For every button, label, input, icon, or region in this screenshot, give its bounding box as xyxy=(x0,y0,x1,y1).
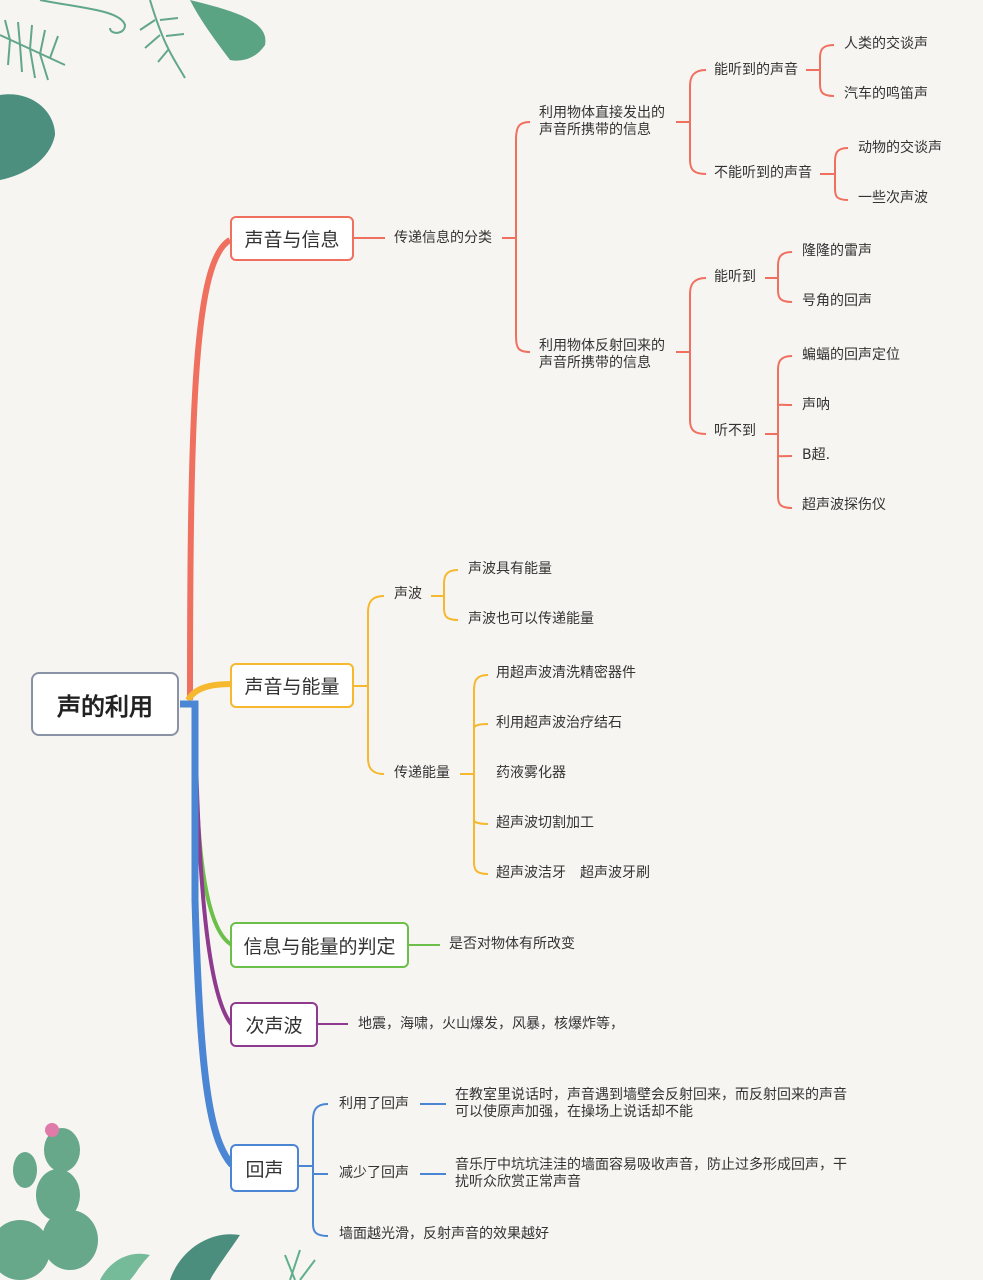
node-echo-used[interactable]: 利用了回声 xyxy=(339,1096,409,1112)
leaf-animal-speech[interactable]: 动物的交谈声 xyxy=(858,140,942,156)
leaf-echo-reduced-line2: 扰听众欣赏正常声音 xyxy=(455,1174,581,1190)
node-cannot-hear[interactable]: 听不到 xyxy=(714,423,756,439)
leaf-echo-reduced-line1: 音乐厅中坑坑洼洼的墙面容易吸收声音，防止过多形成回声，干 xyxy=(455,1157,847,1173)
leaf-ultrasonic-cutting[interactable]: 超声波切割加工 xyxy=(496,815,594,831)
leaf-horn-echo[interactable]: 号角的回声 xyxy=(802,293,872,309)
leaf-car-horn[interactable]: 汽车的鸣笛声 xyxy=(844,86,928,102)
leaf-b-ultrasound[interactable]: B超. xyxy=(802,447,831,463)
leaf-echo-reduced-detail[interactable]: 音乐厅中坑坑洼洼的墙面容易吸收声音，防止过多形成回声，干 扰听众欣赏正常声音 xyxy=(455,1157,847,1191)
leaf-wave-transfers-energy[interactable]: 声波也可以传递能量 xyxy=(468,611,594,627)
leaf-some-infrasound[interactable]: 一些次声波 xyxy=(858,190,928,206)
node-sound-and-information[interactable]: 声音与信息 xyxy=(230,216,354,261)
node-reflected-sound-info[interactable]: 利用物体反射回来的 声音所携带的信息 xyxy=(539,338,665,372)
node-sound-wave[interactable]: 声波 xyxy=(394,586,422,602)
node-sound-and-energy[interactable]: 声音与能量 xyxy=(230,663,354,708)
leaf-human-speech[interactable]: 人类的交谈声 xyxy=(844,36,928,52)
node-audible-sound[interactable]: 能听到的声音 xyxy=(714,62,798,78)
node-direct-sound-line2: 声音所携带的信息 xyxy=(539,122,651,138)
leaf-bat-echolocation[interactable]: 蝙蝠的回声定位 xyxy=(802,347,900,363)
leaf-wave-has-energy[interactable]: 声波具有能量 xyxy=(468,561,552,577)
leaf-infrasound-examples[interactable]: 地震，海啸，火山爆发，风暴，核爆炸等， xyxy=(358,1016,624,1032)
leaf-ultrasonic-flaw-detector[interactable]: 超声波探伤仪 xyxy=(802,497,886,513)
leaf-thunder[interactable]: 隆隆的雷声 xyxy=(802,243,872,259)
node-reflected-sound-line2: 声音所携带的信息 xyxy=(539,355,651,371)
node-smooth-wall[interactable]: 墙面越光滑，反射声音的效果越好 xyxy=(339,1226,549,1242)
leaf-echo-used-line2: 可以使原声加强，在操场上说话却不能 xyxy=(455,1104,693,1120)
leaf-echo-used-detail[interactable]: 在教室里说话时，声音遇到墙壁会反射回来，而反射回来的声音 可以使原声加强，在操场… xyxy=(455,1087,847,1121)
leaf-nebulizer[interactable]: 药液雾化器 xyxy=(496,765,566,781)
node-reflected-sound-line1: 利用物体反射回来的 xyxy=(539,338,665,354)
node-echo-reduced[interactable]: 减少了回声 xyxy=(339,1165,409,1181)
node-echo[interactable]: 回声 xyxy=(230,1144,299,1192)
node-infrasound[interactable]: 次声波 xyxy=(230,1002,318,1047)
node-direct-sound-info[interactable]: 利用物体直接发出的 声音所携带的信息 xyxy=(539,105,665,139)
cactus-decoration-bottom xyxy=(0,1123,316,1280)
leaf-echo-used-line1: 在教室里说话时，声音遇到墙壁会反射回来，而反射回来的声音 xyxy=(455,1087,847,1103)
leaf-ultrasonic-cleaning[interactable]: 用超声波清洗精密器件 xyxy=(496,665,636,681)
node-transfer-energy[interactable]: 传递能量 xyxy=(394,765,450,781)
node-inaudible-sound[interactable]: 不能听到的声音 xyxy=(714,165,812,181)
node-info-energy-judgement[interactable]: 信息与能量的判定 xyxy=(230,922,409,968)
node-direct-sound-line1: 利用物体直接发出的 xyxy=(539,105,665,121)
node-info-classification[interactable]: 传递信息的分类 xyxy=(394,230,492,246)
leaf-ultrasonic-teeth-cleaning[interactable]: 超声波洁牙 超声波牙刷 xyxy=(496,865,650,881)
node-can-hear[interactable]: 能听到 xyxy=(714,269,756,285)
tropical-leaves-decoration-top xyxy=(0,0,266,180)
leaf-object-changed[interactable]: 是否对物体有所改变 xyxy=(449,936,575,952)
leaf-ultrasonic-stone-treatment[interactable]: 利用超声波治疗结石 xyxy=(496,715,622,731)
root-node[interactable]: 声的利用 xyxy=(31,672,179,736)
leaf-sonar[interactable]: 声呐 xyxy=(802,397,830,413)
